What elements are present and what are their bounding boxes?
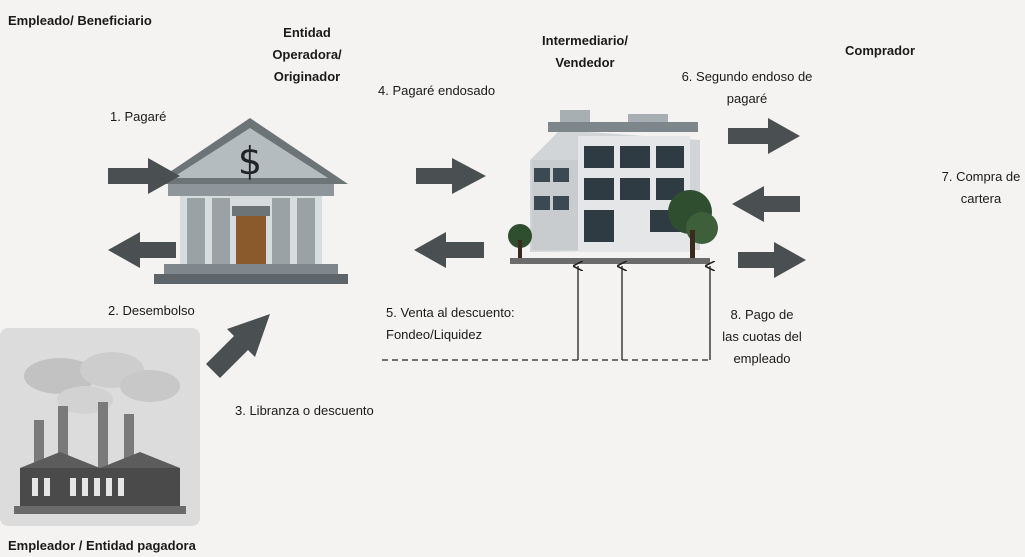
flow-7-arrow <box>732 186 800 222</box>
office-building-icon <box>508 110 718 264</box>
flow-3-arrow <box>206 314 270 378</box>
flow-6-label: 6. Segundo endoso de pagaré <box>681 69 813 106</box>
actor-operator-label: Entidad Operadora/ Originador <box>272 25 342 84</box>
flow-6-arrow <box>728 118 800 154</box>
flow-4-arrow <box>416 158 486 194</box>
flow-1-label: 1. Pagaré <box>110 109 167 124</box>
flow-4-label: 4. Pagaré endosado <box>378 83 496 98</box>
bank-dollar-icon: $ <box>152 118 348 284</box>
flow-5-arrow <box>414 232 484 268</box>
flow-8-label: 8. Pago de las cuotas del empleado <box>722 307 802 366</box>
actor-buyer-label: Comprador <box>845 43 916 58</box>
flow-2-label: 2. Desembolso <box>108 303 195 318</box>
flow-2-arrow <box>108 232 176 268</box>
flow-1-arrow <box>108 158 180 194</box>
actor-intermediary-label: Intermediario/ Vendedor <box>542 33 628 70</box>
flow-5-label: 5. Venta al descuento: Fondeo/Liquidez <box>386 305 515 342</box>
flow-8-arrow <box>738 242 806 278</box>
flow-3-label: 3. Libranza o descuento <box>235 403 374 418</box>
flow-7-label: 7. Compra de cartera <box>941 169 1021 206</box>
svg-text:$: $ <box>238 139 262 183</box>
actor-employer-label: Empleador / Entidad pagadora <box>8 538 196 553</box>
factory-icon <box>0 328 200 526</box>
